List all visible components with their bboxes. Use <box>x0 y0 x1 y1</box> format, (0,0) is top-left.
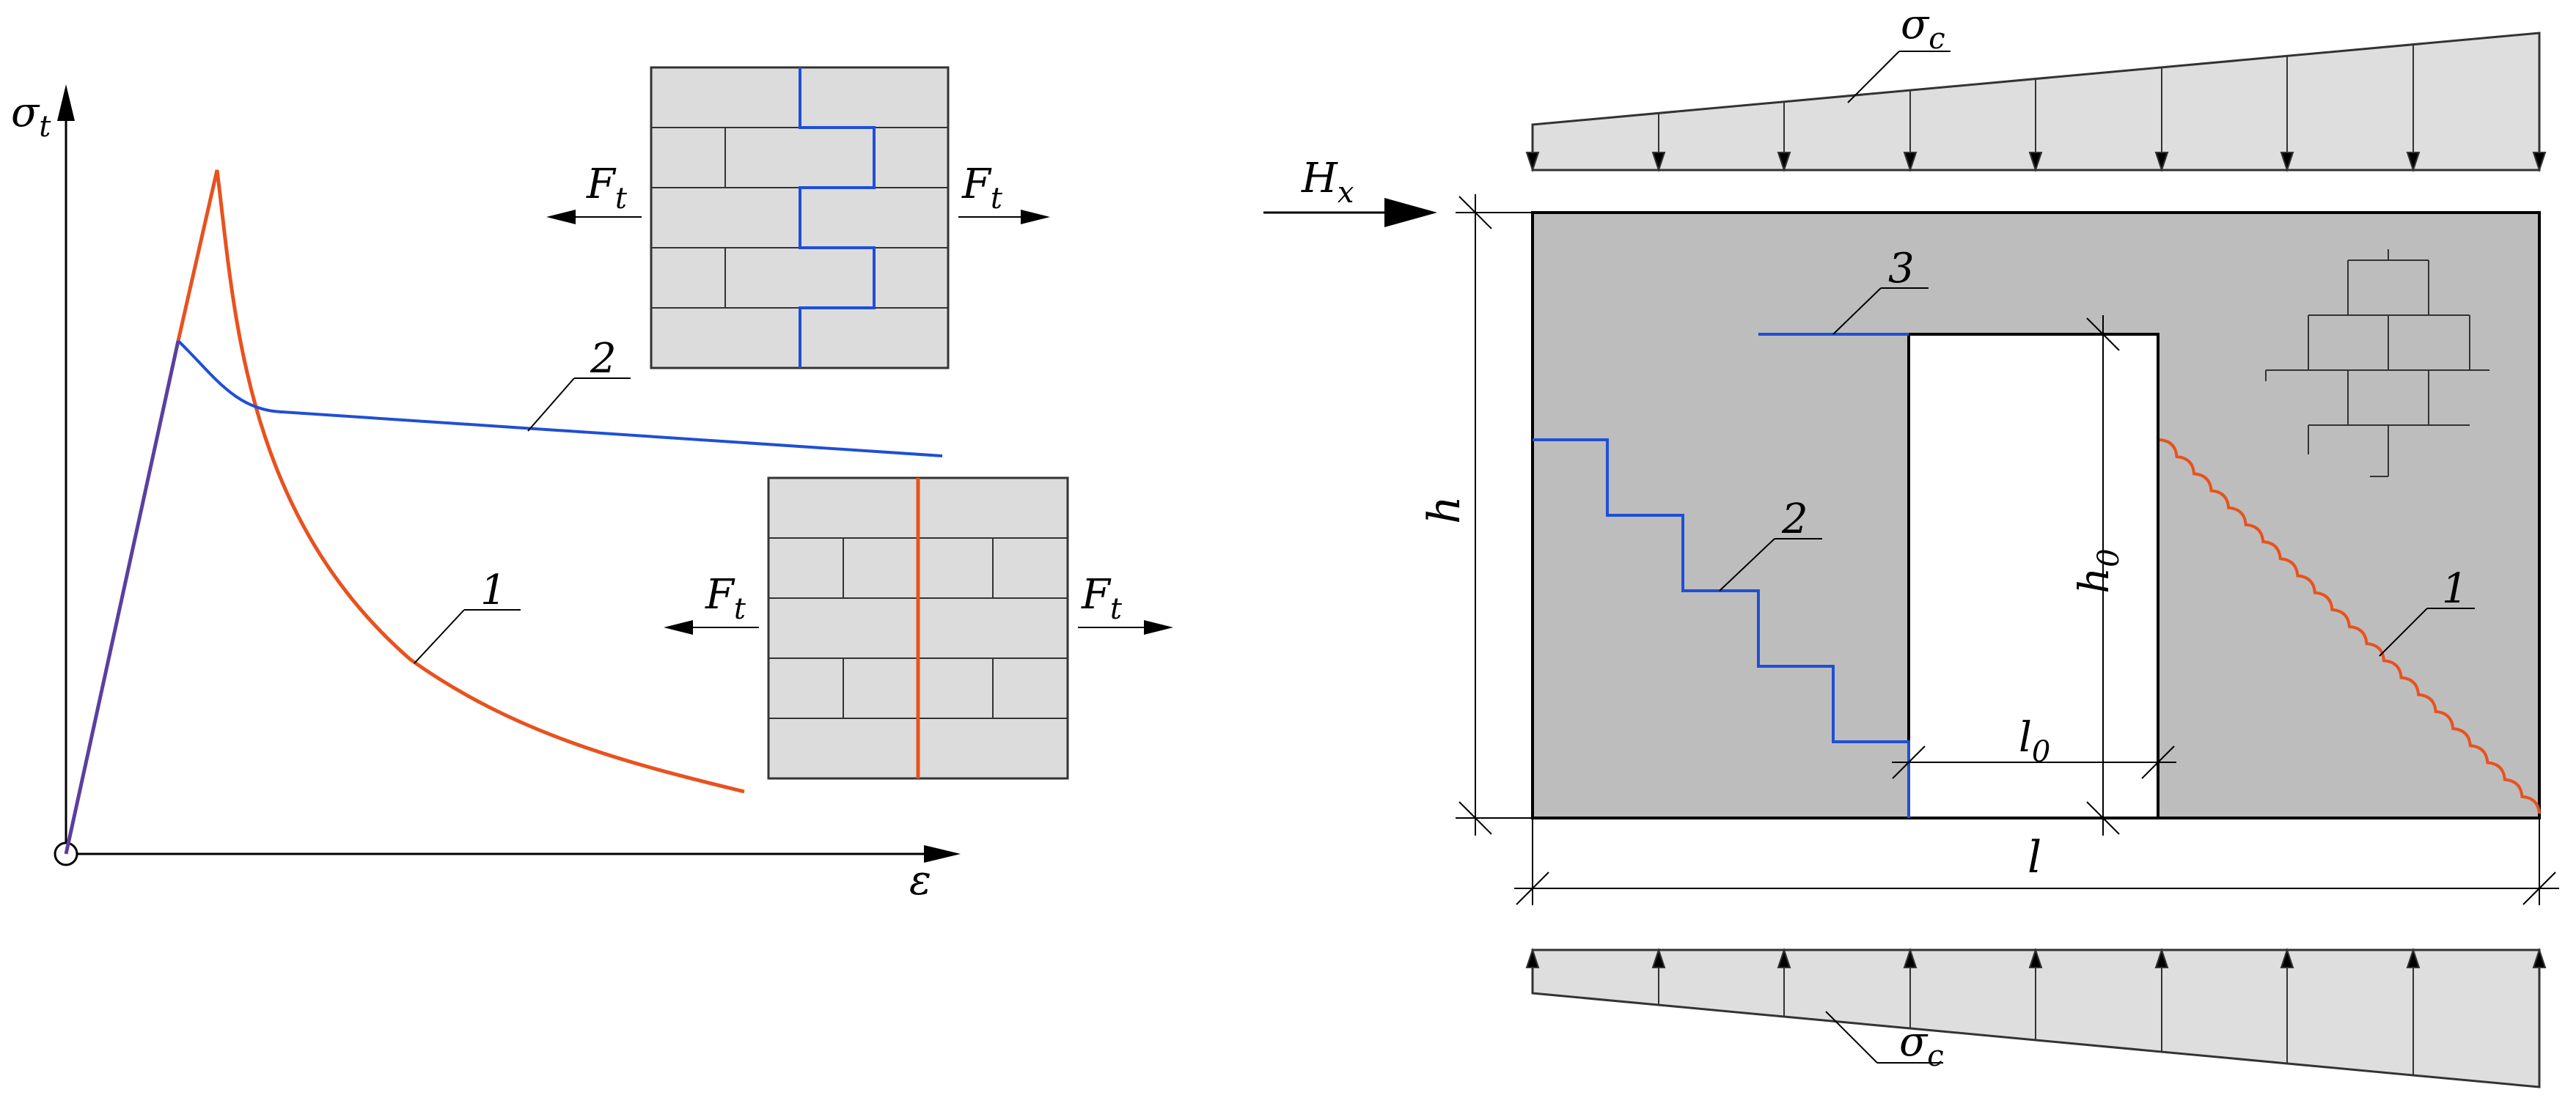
wall-opening <box>1907 333 2159 819</box>
opening-height-label: h0 <box>2071 548 2126 594</box>
curve-2-label: 2 <box>590 335 617 383</box>
bottom-stress-arrowhead <box>2154 947 2169 968</box>
bottom-stress-arrowhead <box>1777 947 1791 968</box>
brick-pattern-icon <box>2265 249 2489 477</box>
bottom-stress-arrowhead <box>1903 947 1918 968</box>
opening-width-dimension <box>1892 745 2176 779</box>
crack-1-label: 1 <box>2442 565 2468 613</box>
crack-3-label: 3 <box>1888 245 1915 292</box>
elastic-branch <box>64 340 180 855</box>
top-stress-arrowhead <box>2532 152 2547 173</box>
curve-2-leader <box>527 377 575 432</box>
bottom-stress-diagram: σc <box>1525 947 2547 1088</box>
crack-1 <box>2159 438 2541 814</box>
force-arrowhead-right-top <box>1021 210 1050 224</box>
top-stress-arrowhead <box>1903 152 1918 173</box>
top-stress-arrowhead <box>1651 152 1666 173</box>
curve-1-leader <box>414 609 465 664</box>
crack-2-leader <box>1719 538 1775 592</box>
top-stress-arrowhead <box>1525 152 1540 173</box>
curve-2 <box>177 339 943 457</box>
top-stress-arrowhead <box>1777 152 1791 173</box>
top-stress-label: σc <box>1901 1 1945 56</box>
crack-1-leader <box>2379 608 2428 657</box>
force-arrowhead-right-bottom <box>1144 620 1173 635</box>
bottom-stress-arrowhead <box>2406 947 2421 968</box>
curve-1-label: 1 <box>480 567 507 614</box>
length-label: l <box>2028 832 2041 883</box>
bottom-stress-arrowhead <box>2532 947 2547 968</box>
force-label-left-bottom: Ft <box>705 571 746 626</box>
x-axis-arrow <box>924 845 961 863</box>
bottom-stress-arrowhead <box>2280 947 2294 968</box>
bottom-stress-arrowhead <box>1525 947 1540 968</box>
curve-1 <box>176 169 745 794</box>
force-arrowhead-left-top <box>546 210 576 224</box>
bottom-stress-arrowhead <box>2028 947 2043 968</box>
force-arrowhead-left-bottom <box>664 620 693 635</box>
bottom-stress-label: σc <box>1899 1018 1944 1073</box>
masonry-specimen-straight <box>767 476 1069 780</box>
top-stress-arrowhead <box>2028 152 2043 173</box>
opening-width-label: l0 <box>2019 714 2050 769</box>
force-label-right-top: Ft <box>961 161 1003 215</box>
masonry-specimen-stepped <box>650 66 950 369</box>
height-dimension <box>1456 194 1533 836</box>
bottom-stress-arrowhead <box>1651 947 1666 968</box>
top-stress-arrowhead <box>2280 152 2294 173</box>
crack-2-label: 2 <box>1781 495 1808 543</box>
height-label: h <box>1419 495 1470 524</box>
wall-diagram: σc Hx <box>1263 1 2559 1088</box>
y-axis-arrow <box>57 84 75 121</box>
crack-2 <box>1533 438 1910 818</box>
force-label-left-top: Ft <box>586 161 628 215</box>
top-stress-arrowhead <box>2154 152 2169 173</box>
y-axis-label-sub: t <box>39 110 51 144</box>
opening-height-dimension <box>2086 315 2120 836</box>
bottom-stress-leader <box>1825 1011 1878 1064</box>
stepped-crack <box>799 67 876 368</box>
top-stress-arrowhead <box>2406 152 2421 173</box>
horizontal-load-arrowhead <box>1384 198 1437 227</box>
top-stress-leader <box>1847 51 1900 103</box>
stress-strain-graph: σt ε 2 1 <box>11 66 1173 904</box>
x-axis-label: ε <box>909 857 931 904</box>
length-dimension <box>1514 818 2559 905</box>
horizontal-load-label: Hx <box>1301 155 1354 210</box>
force-label-right-bottom: Ft <box>1081 571 1123 626</box>
crack-3-leader <box>1832 287 1882 335</box>
y-axis-label: σt <box>11 89 51 144</box>
top-stress-diagram: σc <box>1525 1 2547 173</box>
